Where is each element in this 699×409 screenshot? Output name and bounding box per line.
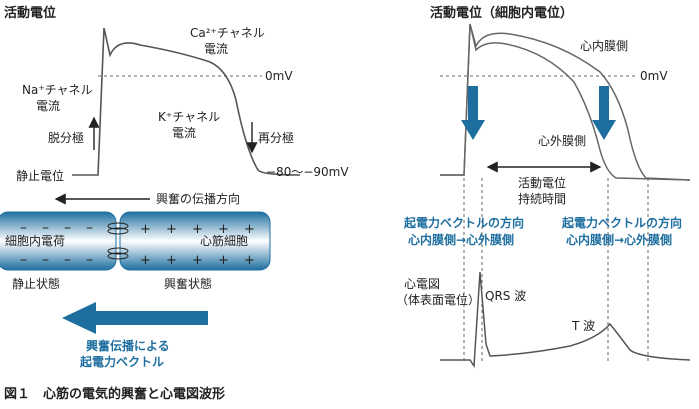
ecg-waveform [440,271,691,369]
left-ca-label: Ca²⁺チャネル [190,26,265,40]
svg-text:+: + [140,222,151,237]
right-title: 活動電位（細胞内電位） [430,5,573,21]
repolarization-label: 再分極 [258,130,294,145]
svg-text:+: + [192,222,203,237]
svg-text:–: – [42,252,49,268]
left-na-label: Na⁺チャネル [22,83,93,97]
svg-text:–: – [86,252,93,268]
rest-potential-label: 静止電位 [16,168,64,183]
left-title: 活動電位 [4,5,56,21]
left-k-label: K⁺チャネル [158,110,220,124]
vector-arrow-left [461,86,485,140]
left-ca-label-2: 電流 [204,42,228,56]
charges-resting: –––– –––– [20,220,93,268]
emf-vector-arrow [62,302,208,334]
ecg-label: 心電図 [404,277,440,291]
emf-vector-label: 興奮伝播による [86,338,170,353]
vector-arrow-right [592,86,616,140]
duration-label: 活動電位 [518,175,566,190]
emf-vector-label-2: 起電力ベクトル [79,354,164,369]
svg-text:–: – [86,220,93,236]
qrs-label: QRS 波 [485,289,526,303]
svg-text:+: + [218,253,229,268]
duration-label-2: 持続時間 [518,191,566,206]
svg-text:–: – [64,220,71,236]
epicardial-action-potential-curve [440,23,691,181]
svg-text:+: + [192,253,203,268]
svg-text:+: + [140,253,151,268]
svg-text:–: – [42,220,49,236]
vector-direction-right: 起電力ベクトルの方向 [561,215,682,230]
charges-excited: + + + + + + + + + + [140,222,255,268]
propagation-label: 興奮の伝播方向 [156,191,240,206]
vector-direction-right-2: 心内膜側→心外膜側 [566,232,672,247]
svg-text:+: + [244,222,255,237]
vector-direction-left: 起電力ベクトルの方向 [403,215,524,230]
epicardial-label: 心外膜側 [538,134,586,148]
cell-right-excited [119,211,271,271]
depolarization-label: 脱分極 [48,130,84,145]
ecg-label-2: （体表面電位） [396,292,480,307]
rest-mv-label: −80〜−90mV [266,165,349,179]
intracellular-charge-label: 細胞内電荷 [5,234,65,248]
svg-text:+: + [166,253,177,268]
svg-text:+: + [166,222,177,237]
svg-text:–: – [64,252,71,268]
gap-junction-top-2 [107,227,129,235]
gap-junction-bottom-2 [107,252,129,260]
left-zero-mv-label: 0mV [265,69,293,83]
svg-text:+: + [244,253,255,268]
left-na-label-2: 電流 [36,99,60,113]
endocardial-action-potential-curve [440,23,691,181]
svg-text:–: – [20,220,27,236]
svg-text:–: – [20,252,27,268]
gap-junction-bottom [107,247,129,255]
left-k-label-2: 電流 [172,126,196,140]
myocyte-label: 心筋細胞 [200,233,248,248]
left-action-potential-curve [72,27,301,176]
svg-text:+: + [218,222,229,237]
right-zero-mv-label: 0mV [640,69,668,83]
endocardial-label: 心内膜側 [580,39,628,53]
t-wave-label: T 波 [571,319,595,333]
cell-left-resting [0,211,117,271]
resting-state-label: 静止状態 [12,276,60,291]
vector-direction-left-2: 心内膜側→心外膜側 [408,232,514,247]
gap-junction-top [107,222,129,230]
excited-state-label: 興奮状態 [164,276,212,291]
figure-caption: 図１ 心筋の電気的興奮と心電図波形 [4,387,226,402]
